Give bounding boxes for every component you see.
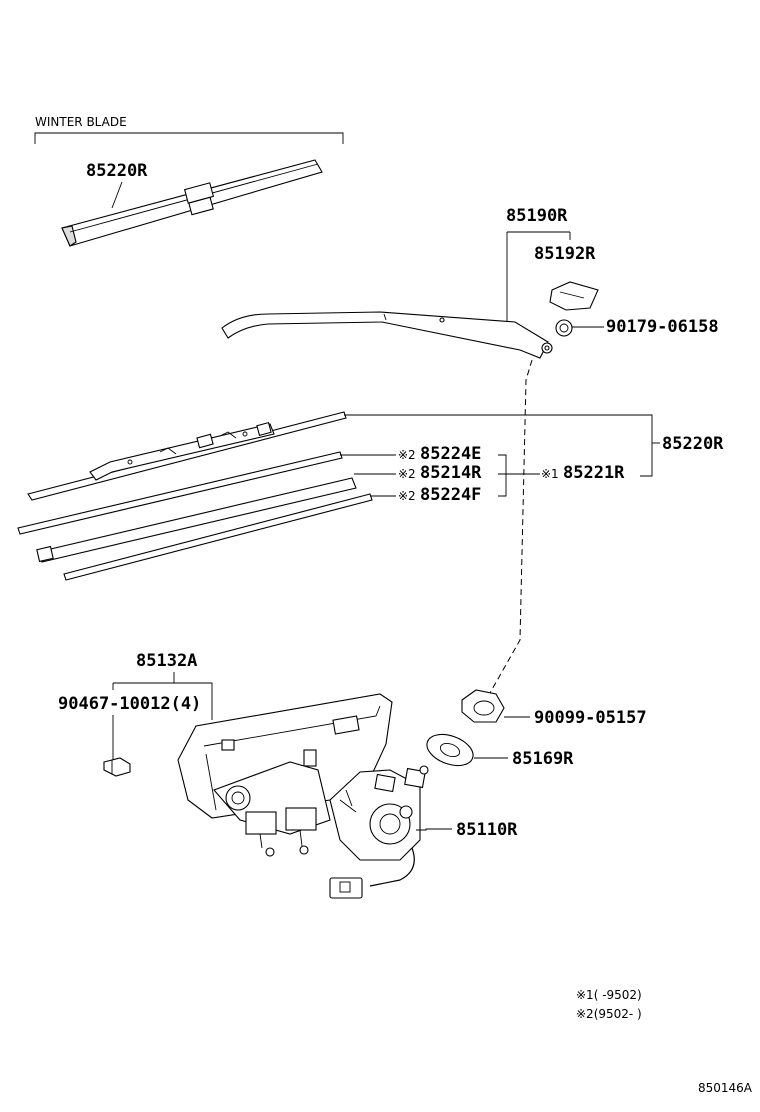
winter-blade-label: WINTER BLADE bbox=[35, 115, 127, 129]
centerline bbox=[485, 359, 533, 701]
part-85214r[interactable]: 85214R bbox=[420, 463, 482, 483]
mark-1-85221r: ※1 bbox=[541, 467, 559, 481]
mark-2-85224e: ※2 bbox=[398, 448, 416, 462]
wiper-arm bbox=[221, 311, 553, 359]
rubber-85214r bbox=[36, 477, 357, 563]
part-85224e[interactable]: 85224E bbox=[420, 444, 482, 464]
washer-85169r bbox=[426, 733, 474, 767]
note-2: ※2(9502- ) bbox=[576, 1007, 642, 1021]
part-85110r[interactable]: 85110R bbox=[456, 820, 518, 840]
mark-2-85214r: ※2 bbox=[398, 467, 416, 481]
part-85220r-winter[interactable]: 85220R bbox=[86, 161, 148, 181]
part-85221r[interactable]: 85221R bbox=[563, 463, 625, 483]
note-1: ※1( -9502) bbox=[576, 988, 642, 1002]
rubber-85224e bbox=[17, 451, 343, 535]
part-90099-05157[interactable]: 90099-05157 bbox=[534, 708, 647, 728]
nut-90099 bbox=[461, 689, 505, 723]
winter-blade-bracket bbox=[34, 132, 344, 144]
wiper-blade-assembly bbox=[27, 411, 347, 501]
arm-cap bbox=[549, 281, 599, 311]
part-90179-06158[interactable]: 90179-06158 bbox=[606, 317, 719, 337]
winter-blade bbox=[61, 159, 323, 247]
part-85220r[interactable]: 85220R bbox=[662, 434, 724, 454]
part-85132a[interactable]: 85132A bbox=[136, 651, 198, 671]
nut-90179 bbox=[555, 319, 573, 337]
bolt-90467 bbox=[103, 757, 131, 777]
part-85192r[interactable]: 85192R bbox=[534, 244, 596, 264]
part-90467-10012[interactable]: 90467-10012(4) bbox=[58, 694, 202, 714]
mark-2-85224f: ※2 bbox=[398, 489, 416, 503]
part-85169r[interactable]: 85169R bbox=[512, 749, 574, 769]
part-85190r[interactable]: 85190R bbox=[506, 206, 568, 226]
motor-assembly bbox=[177, 693, 429, 899]
part-85224f[interactable]: 85224F bbox=[420, 485, 482, 505]
rubber-85224f bbox=[63, 493, 373, 581]
figure-id: 850146A bbox=[698, 1081, 753, 1095]
